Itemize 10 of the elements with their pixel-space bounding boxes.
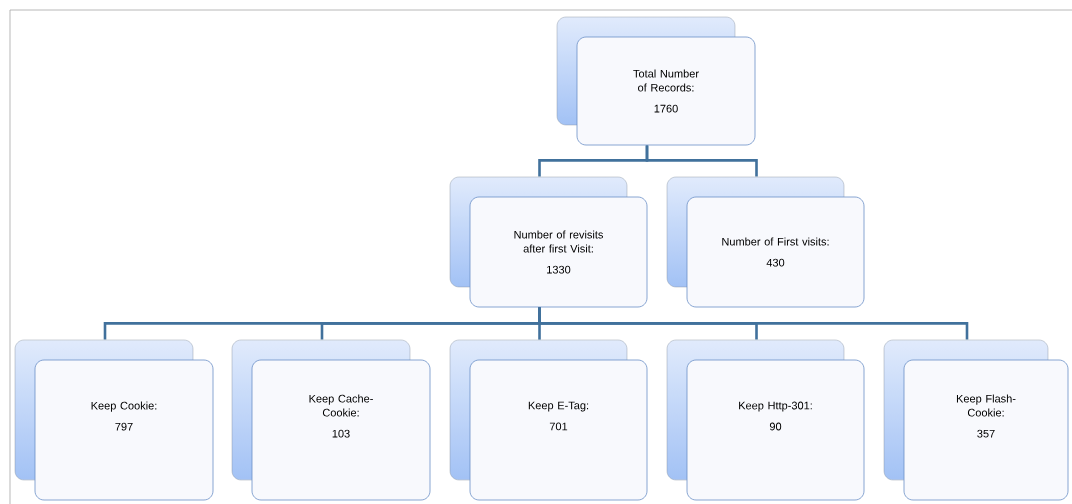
- org-chart-box: Keep E-Tag: 701: [449, 339, 648, 501]
- org-chart-box: Keep Http-301: 90: [666, 339, 865, 501]
- org-chart-box: Number of revisits after first Visit: 1330: [449, 176, 648, 308]
- org-chart-box: Keep Cookie: 797: [14, 339, 214, 501]
- org-chart-box: Number of First visits: 430: [666, 176, 865, 308]
- org-chart-box: Keep Flash-Cookie: 357: [883, 339, 1069, 501]
- connector-line: [645, 145, 758, 177]
- org-chart-box: Keep Cache-Cookie: 103: [231, 339, 431, 501]
- org-chart-box: Total Number of Records: 1760: [556, 16, 756, 146]
- connector-line: [538, 307, 969, 340]
